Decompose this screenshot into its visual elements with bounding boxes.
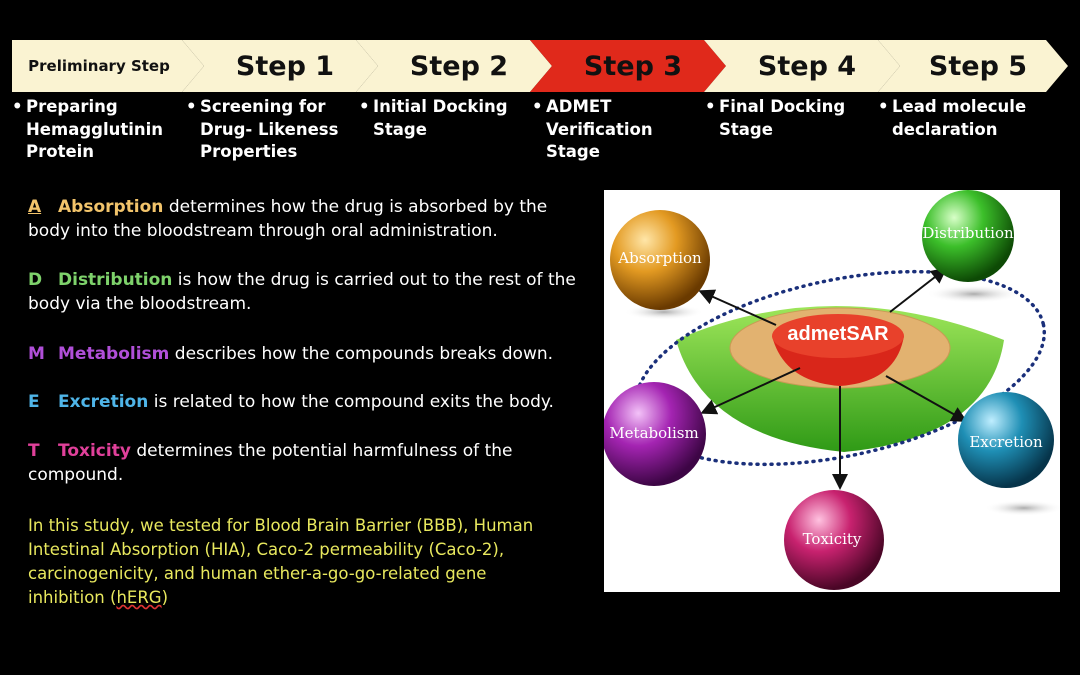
step-desc: • ADMET Verification Stage (532, 97, 653, 161)
excretion-sphere (958, 392, 1054, 488)
step-desc: • Final Docking Stage (705, 97, 846, 139)
bullet-icon: • (705, 97, 716, 116)
admet-letter: M (28, 344, 45, 364)
distribution-sphere (922, 190, 1014, 282)
admet-text: is related to how the compound exits the… (148, 392, 554, 412)
distribution-label: Distribution (922, 224, 1014, 242)
shadow (624, 304, 704, 320)
step-1: Step 1 (182, 40, 378, 92)
step-label: Step 5 (928, 50, 1028, 82)
bullet-icon: • (878, 97, 889, 116)
metabolism-sphere (604, 382, 706, 486)
admet-term: Excretion (58, 392, 149, 412)
absorption-label: Absorption (617, 249, 702, 267)
admet-letter: T (28, 441, 40, 461)
excretion-label: Excretion (969, 433, 1043, 451)
admet-letter: D (28, 270, 43, 290)
step-desc: • Preparing Hemagglutinin Protein (12, 97, 164, 161)
diagram-svg: admetSAR Absorption Distribution Metabol… (604, 190, 1060, 590)
arrow (700, 367, 801, 415)
step-preliminary: Preliminary Step (12, 40, 204, 92)
step-label: Step 4 (757, 50, 857, 82)
arrow (889, 267, 948, 313)
toxicity-sphere (784, 490, 884, 590)
arrow (885, 375, 968, 422)
step-3: Step 3 (530, 40, 726, 92)
bullet-icon: • (532, 97, 543, 116)
admet-distribution: D Distribution is how the drug is carried… (28, 268, 588, 316)
study-note: In this study, we tested for Blood Brain… (28, 516, 534, 607)
admet-letter: A (28, 197, 42, 217)
center-label: admetSAR (787, 323, 889, 345)
step-desc: • Lead molecule declaration (878, 97, 1027, 139)
admet-text: determines how the drug is absorbed by t… (28, 197, 548, 241)
shadow (984, 500, 1060, 516)
admet-term: Distribution (58, 270, 173, 290)
metabolism-label: Metabolism (609, 424, 698, 442)
admet-term: Metabolism (58, 344, 170, 364)
admet-text: describes how the compounds breaks down. (169, 344, 554, 364)
admet-letter: E (28, 392, 40, 412)
bowl-inner-top (772, 314, 904, 358)
step-label: Step 1 (235, 50, 335, 82)
step-2: Step 2 (356, 40, 552, 92)
admetsar-diagram: admetSAR Absorption Distribution Metabol… (604, 190, 1060, 592)
steps-bar: Preliminary Step Step 1 Step 2 Step 3 St… (12, 40, 1068, 92)
toxicity-label: Toxicity (803, 530, 862, 548)
bullet-icon: • (186, 97, 197, 116)
absorption-sphere (610, 210, 710, 310)
step-desc: • Screening for Drug- Likeness Propertie… (186, 97, 339, 161)
step-label: Preliminary Step (28, 56, 170, 75)
admet-term: Absorption (58, 197, 164, 217)
arrow (698, 289, 777, 326)
herg-abbrev: hERG (116, 588, 162, 607)
shadow (926, 285, 1022, 303)
step-label: Step 3 (583, 50, 683, 82)
admet-text: determines the potential harmfulness of … (28, 441, 513, 485)
step-label: Step 2 (409, 50, 509, 82)
step-5: Step 5 (878, 40, 1068, 92)
admet-term: Toxicity (58, 441, 131, 461)
step-4: Step 4 (704, 40, 900, 92)
admet-absorption: A Absorption determines how the drug is a… (28, 195, 588, 243)
bullet-icon: • (359, 97, 370, 116)
bullet-icon: • (12, 97, 23, 116)
admet-metabolism: M Metabolism describes how the compounds … (28, 342, 588, 366)
step-desc: • Initial Docking Stage (359, 97, 508, 139)
admet-excretion: E Excretion is related to how the compoun… (28, 390, 588, 414)
admet-text: is how the drug is carried out to the re… (28, 270, 576, 314)
admet-toxicity: T Toxicity determines the potential harmf… (28, 439, 528, 487)
